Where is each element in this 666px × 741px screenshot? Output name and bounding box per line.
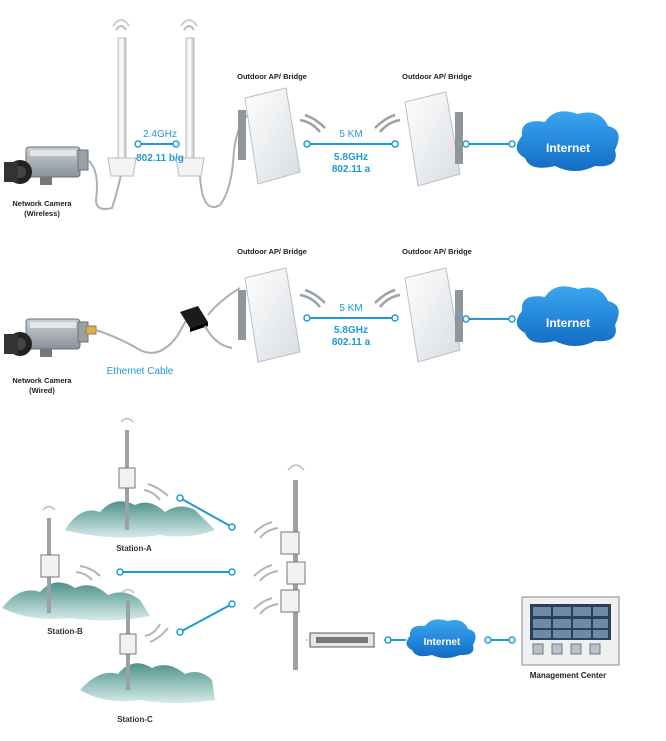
- central-tower: [280, 464, 306, 670]
- station-c-label: Station-C: [117, 715, 153, 724]
- management-center-monitor: [521, 596, 620, 666]
- wireless-antenna-left: [107, 19, 137, 177]
- camera-label-line1: Network Camera: [12, 199, 72, 208]
- camera-cable: [87, 159, 123, 210]
- network-switch: [309, 632, 375, 648]
- link-standard: 802.11 a: [332, 337, 371, 348]
- link-freq: 5.8GHz: [334, 325, 368, 336]
- poe-injector: [180, 306, 208, 332]
- freq-24ghz: 2.4GHz: [143, 129, 177, 140]
- network-camera-wireless: [4, 146, 89, 185]
- signal-waves: [299, 288, 401, 308]
- signal-waves: [299, 113, 401, 133]
- scene-wireless: Network Camera (Wireless) 2.4GHz 802.11 …: [4, 19, 619, 218]
- internet-cloud: [516, 286, 619, 346]
- internet-cloud-label: Internet: [424, 637, 461, 648]
- ethernet-cable: [95, 317, 189, 354]
- station-signal-waves: [75, 483, 279, 643]
- internet-cloud-label: Internet: [546, 141, 590, 155]
- ap-left-label: Outdoor AP/ Bridge: [237, 247, 307, 256]
- management-center-label: Management Center: [530, 671, 606, 680]
- camera-label-line2: (Wireless): [24, 209, 60, 218]
- outdoor-ap-left: [238, 87, 301, 185]
- internet-cloud-label: Internet: [546, 316, 590, 330]
- link-freq: 5.8GHz: [334, 152, 368, 163]
- station-a-tower: [118, 417, 136, 530]
- freq-standard-bg: 802.11 b/g: [136, 153, 184, 164]
- scene-wired: Network Camera (Wired) Ethernet Cable Ou…: [4, 247, 619, 395]
- distance-label: 5 KM: [339, 303, 362, 314]
- ap-left-label: Outdoor AP/ Bridge: [237, 72, 307, 81]
- internet-cloud: [516, 111, 619, 171]
- station-b-label: Station-B: [47, 627, 83, 636]
- scene-stations: Station-A Station-B Station-C: [2, 417, 620, 724]
- distance-label: 5 KM: [339, 129, 362, 140]
- station-b-tower: [40, 505, 60, 613]
- outdoor-ap-right: [404, 267, 463, 363]
- station-a-label: Station-A: [116, 544, 152, 553]
- ap-right-label: Outdoor AP/ Bridge: [402, 72, 472, 81]
- camera-label-line1: Network Camera: [12, 376, 72, 385]
- network-camera-wired: [4, 318, 89, 357]
- internet-cloud: [406, 619, 476, 658]
- mountains-station-c: [80, 663, 215, 703]
- camera-label-line2: (Wired): [29, 386, 55, 395]
- link-standard: 802.11 a: [332, 164, 371, 175]
- ethernet-cable-label: Ethernet Cable: [107, 366, 174, 377]
- ap-right-label: Outdoor AP/ Bridge: [402, 247, 472, 256]
- outdoor-ap-right: [404, 91, 463, 187]
- mountains-station-a: [65, 501, 215, 538]
- station-links: [120, 497, 233, 633]
- mountains-station-b: [2, 582, 150, 621]
- station-c-tower: [119, 588, 137, 690]
- wireless-antenna-right: [175, 19, 205, 177]
- outdoor-ap-left: [238, 267, 301, 363]
- rj45-plug: [85, 325, 97, 335]
